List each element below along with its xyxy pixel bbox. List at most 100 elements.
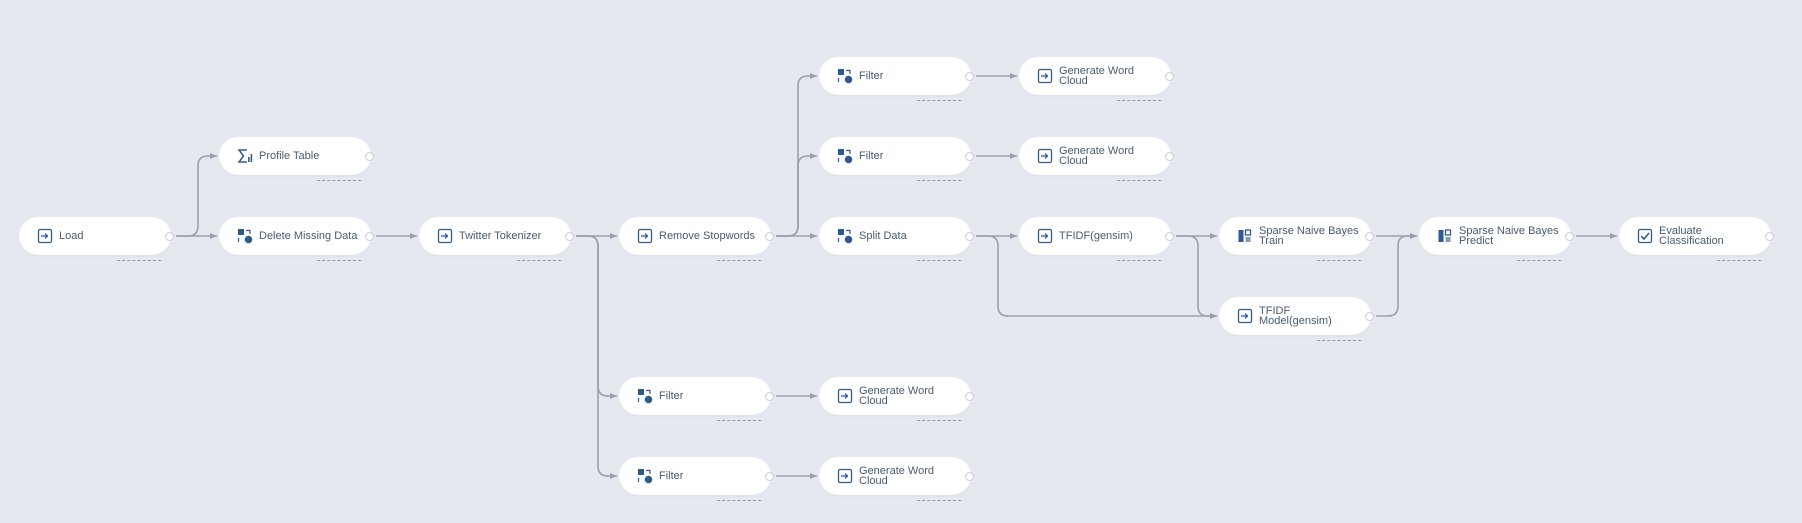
- node-word-cloud-4[interactable]: Generate Word Cloud: [819, 457, 974, 501]
- sigma-stats-icon: [237, 148, 253, 164]
- node-status-indicator: [317, 177, 361, 181]
- output-port[interactable]: [765, 472, 774, 481]
- node-label: Twitter Tokenizer: [459, 230, 542, 242]
- node-label: TFIDF Model(gensim): [1259, 305, 1332, 327]
- node-status-indicator: [1117, 257, 1161, 261]
- node-status-indicator: [1317, 337, 1361, 341]
- output-port[interactable]: [1565, 232, 1574, 241]
- node-label: Evaluate Classification: [1659, 225, 1724, 247]
- output-port[interactable]: [165, 232, 174, 241]
- transform-icon: [637, 468, 653, 484]
- model-icon: [1237, 228, 1253, 244]
- import-icon: [1037, 68, 1053, 84]
- edge-split-data-to-tfidf-model-gensim: [976, 235, 1217, 319]
- node-status-indicator: [117, 257, 161, 261]
- node-label: Generate Word Cloud: [1059, 145, 1135, 167]
- node-status-indicator: [517, 257, 561, 261]
- output-port[interactable]: [965, 472, 974, 481]
- edge-tfidf-gensim-to-tfidf-model-gensim: [1176, 235, 1217, 319]
- node-nb-predict[interactable]: Sparse Naive Bayes Predict: [1419, 217, 1574, 261]
- node-word-cloud-3[interactable]: Generate Word Cloud: [819, 377, 974, 421]
- node-label: Sparse Naive Bayes Train: [1259, 225, 1359, 247]
- node-label: Generate Word Cloud: [859, 465, 935, 487]
- edge-twitter-tokenizer-to-filter-3: [576, 235, 617, 399]
- node-status-indicator: [917, 97, 961, 101]
- node-status-indicator: [1117, 97, 1161, 101]
- output-port[interactable]: [365, 152, 374, 161]
- transform-icon: [837, 228, 853, 244]
- node-tfidf-gensim[interactable]: TFIDF(gensim): [1019, 217, 1174, 261]
- node-twitter-tokenizer[interactable]: Twitter Tokenizer: [419, 217, 574, 261]
- node-word-cloud-2[interactable]: Generate Word Cloud: [1019, 137, 1174, 181]
- node-label: Load: [59, 230, 84, 242]
- output-port[interactable]: [1165, 72, 1174, 81]
- transform-icon: [637, 388, 653, 404]
- output-port[interactable]: [765, 232, 774, 241]
- node-status-indicator: [1317, 257, 1361, 261]
- node-status-indicator: [1517, 257, 1561, 261]
- output-port[interactable]: [965, 72, 974, 81]
- output-port[interactable]: [965, 232, 974, 241]
- output-port[interactable]: [765, 392, 774, 401]
- node-status-indicator: [917, 417, 961, 421]
- transform-icon: [237, 228, 253, 244]
- node-load[interactable]: Load: [19, 217, 174, 261]
- import-icon: [1037, 148, 1053, 164]
- import-icon: [637, 228, 653, 244]
- import-icon: [437, 228, 453, 244]
- node-filter-1[interactable]: Filter: [819, 57, 974, 101]
- node-split-data[interactable]: Split Data: [819, 217, 974, 261]
- output-port[interactable]: [1165, 152, 1174, 161]
- checkbox-icon: [1637, 228, 1653, 244]
- output-port[interactable]: [565, 232, 574, 241]
- node-nb-train[interactable]: Sparse Naive Bayes Train: [1219, 217, 1374, 261]
- node-label: Sparse Naive Bayes Predict: [1459, 225, 1559, 247]
- output-port[interactable]: [365, 232, 374, 241]
- node-label: TFIDF(gensim): [1059, 230, 1133, 242]
- import-icon: [37, 228, 53, 244]
- edge-twitter-tokenizer-to-filter-4: [576, 235, 617, 479]
- output-port[interactable]: [1365, 232, 1374, 241]
- node-status-indicator: [917, 257, 961, 261]
- edge-remove-stopwords-to-filter-2: [776, 153, 817, 237]
- node-profile-table[interactable]: Profile Table: [219, 137, 374, 181]
- node-filter-3[interactable]: Filter: [619, 377, 774, 421]
- node-status-indicator: [917, 177, 961, 181]
- node-status-indicator: [317, 257, 361, 261]
- node-label: Remove Stopwords: [659, 230, 755, 242]
- node-label: Filter: [659, 390, 684, 402]
- node-remove-stopwords[interactable]: Remove Stopwords: [619, 217, 774, 261]
- node-label: Filter: [859, 70, 884, 82]
- output-port[interactable]: [1165, 232, 1174, 241]
- node-label: Generate Word Cloud: [859, 385, 935, 407]
- output-port[interactable]: [1765, 232, 1774, 241]
- node-word-cloud-1[interactable]: Generate Word Cloud: [1019, 57, 1174, 101]
- output-port[interactable]: [965, 392, 974, 401]
- node-label: Delete Missing Data: [259, 230, 358, 242]
- import-icon: [1237, 308, 1253, 324]
- node-label: Split Data: [859, 230, 907, 242]
- node-label: Filter: [659, 470, 684, 482]
- import-icon: [837, 388, 853, 404]
- output-port[interactable]: [965, 152, 974, 161]
- node-label: Generate Word Cloud: [1059, 65, 1135, 87]
- node-label: Filter: [859, 150, 884, 162]
- node-filter-4[interactable]: Filter: [619, 457, 774, 501]
- node-label: Profile Table: [259, 150, 320, 162]
- node-status-indicator: [917, 497, 961, 501]
- output-port[interactable]: [1365, 312, 1374, 321]
- import-icon: [837, 468, 853, 484]
- node-status-indicator: [1717, 257, 1761, 261]
- node-status-indicator: [717, 257, 761, 261]
- node-evaluate[interactable]: Evaluate Classification: [1619, 217, 1774, 261]
- import-icon: [1037, 228, 1053, 244]
- edge-tfidf-model-gensim-to-nb-predict: [1376, 233, 1417, 317]
- transform-icon: [837, 68, 853, 84]
- node-filter-2[interactable]: Filter: [819, 137, 974, 181]
- node-delete-missing-data[interactable]: Delete Missing Data: [219, 217, 374, 261]
- node-status-indicator: [717, 497, 761, 501]
- edge-load-to-profile-table: [176, 153, 217, 237]
- node-tfidf-model-gensim[interactable]: TFIDF Model(gensim): [1219, 297, 1374, 341]
